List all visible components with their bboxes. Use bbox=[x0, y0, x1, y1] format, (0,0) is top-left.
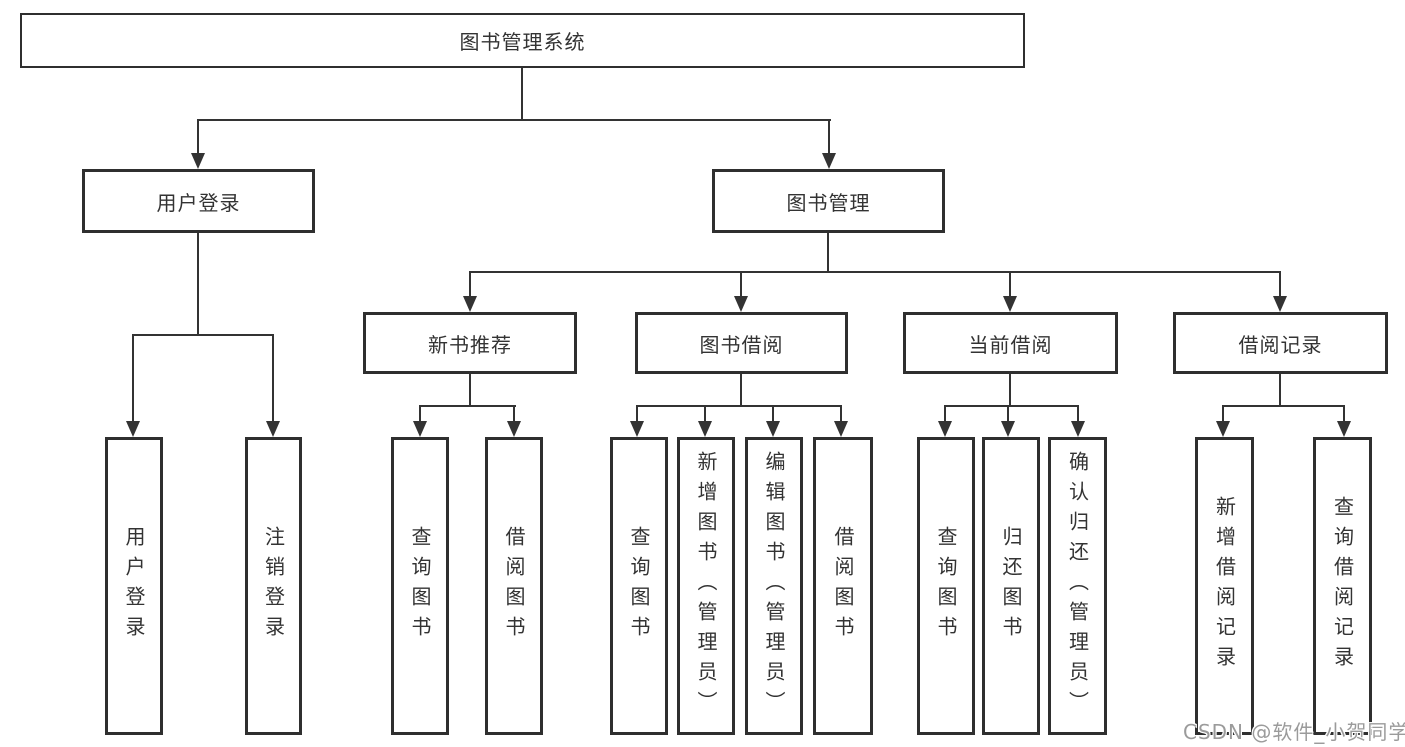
connector-line bbox=[828, 119, 830, 155]
node-borrow-records: 借阅记录 bbox=[1173, 312, 1388, 374]
connector-line bbox=[636, 405, 842, 407]
node-label: 当前借阅 bbox=[968, 332, 1053, 357]
arrow-down-icon bbox=[766, 421, 780, 437]
node-label: 借阅图书 bbox=[502, 526, 526, 646]
node-label: 图书借阅 bbox=[699, 332, 784, 357]
connector-line bbox=[132, 334, 134, 423]
arrow-down-icon bbox=[630, 421, 644, 437]
connector-line bbox=[840, 405, 842, 423]
arrow-down-icon bbox=[834, 421, 848, 437]
node-label: 查询图书 bbox=[627, 526, 651, 646]
connector-line bbox=[521, 68, 523, 120]
node-label: 图书管理系统 bbox=[459, 30, 586, 54]
arrow-down-icon bbox=[698, 421, 712, 437]
node-label: 归还图书 bbox=[999, 526, 1023, 646]
arrow-down-icon bbox=[266, 421, 280, 437]
arrow-down-icon bbox=[463, 296, 477, 312]
arrow-down-icon bbox=[1001, 421, 1015, 437]
connector-line bbox=[1077, 405, 1079, 423]
leaf-query-book-current: 查询图书 bbox=[917, 437, 975, 735]
leaf-add-book-admin: 新增图书（管理员） bbox=[677, 437, 735, 735]
arrow-down-icon bbox=[126, 421, 140, 437]
leaf-add-borrow-record: 新增借阅记录 bbox=[1195, 437, 1254, 735]
leaf-edit-book-admin: 编辑图书（管理员） bbox=[745, 437, 803, 735]
node-label: 新增借阅记录 bbox=[1212, 496, 1237, 676]
connector-line bbox=[1222, 405, 1224, 423]
arrow-down-icon bbox=[507, 421, 521, 437]
node-current-borrow: 当前借阅 bbox=[903, 312, 1118, 374]
connector-line bbox=[469, 271, 471, 299]
connector-line bbox=[469, 374, 471, 407]
connector-line bbox=[944, 405, 946, 423]
node-label: 编辑图书（管理员） bbox=[762, 451, 786, 721]
leaf-borrow-book: 借阅图书 bbox=[813, 437, 873, 735]
leaf-borrow-book-recommend: 借阅图书 bbox=[485, 437, 543, 735]
connector-line bbox=[1279, 271, 1281, 299]
arrow-down-icon bbox=[1216, 421, 1230, 437]
connector-line bbox=[197, 119, 831, 121]
node-book-management: 图书管理 bbox=[712, 169, 945, 233]
leaf-query-book-borrow: 查询图书 bbox=[610, 437, 668, 735]
node-label: 确认归还（管理员） bbox=[1065, 451, 1090, 721]
node-label: 新书推荐 bbox=[428, 332, 512, 357]
leaf-return-book: 归还图书 bbox=[982, 437, 1040, 735]
leaf-confirm-return-admin: 确认归还（管理员） bbox=[1048, 437, 1107, 735]
connector-line bbox=[740, 374, 742, 407]
connector-line bbox=[197, 119, 199, 155]
connector-line bbox=[132, 334, 274, 336]
node-label: 借阅记录 bbox=[1238, 332, 1323, 357]
arrow-down-icon bbox=[191, 153, 205, 169]
node-label: 查询图书 bbox=[408, 526, 432, 646]
arrow-down-icon bbox=[413, 421, 427, 437]
connector-line bbox=[1279, 374, 1281, 407]
node-label: 新增图书（管理员） bbox=[694, 451, 718, 721]
node-label: 查询图书 bbox=[934, 526, 958, 646]
connector-line bbox=[704, 405, 706, 423]
node-label: 用户登录 bbox=[156, 190, 241, 215]
arrow-down-icon bbox=[1071, 421, 1085, 437]
connector-line bbox=[419, 405, 421, 423]
arrow-down-icon bbox=[1273, 296, 1287, 312]
connector-line bbox=[1222, 405, 1345, 407]
connector-line bbox=[1009, 271, 1011, 299]
node-label: 查询借阅记录 bbox=[1330, 496, 1355, 676]
arrow-down-icon bbox=[734, 296, 748, 312]
leaf-query-borrow-record: 查询借阅记录 bbox=[1313, 437, 1372, 735]
leaf-logout: 注销登录 bbox=[245, 437, 302, 735]
connector-line bbox=[1009, 374, 1011, 407]
node-new-book-recommend: 新书推荐 bbox=[363, 312, 577, 374]
node-label: 图书管理 bbox=[786, 190, 871, 215]
arrow-down-icon bbox=[938, 421, 952, 437]
node-book-borrow: 图书借阅 bbox=[635, 312, 848, 374]
node-user-login: 用户登录 bbox=[82, 169, 315, 233]
connector-line bbox=[469, 271, 1281, 273]
connector-line bbox=[827, 233, 829, 273]
arrow-down-icon bbox=[1003, 296, 1017, 312]
connector-line bbox=[513, 405, 515, 423]
connector-line bbox=[944, 405, 1079, 407]
connector-line bbox=[1343, 405, 1345, 423]
node-label: 注销登录 bbox=[261, 526, 286, 646]
connector-line bbox=[419, 405, 516, 407]
node-library-system: 图书管理系统 bbox=[20, 13, 1025, 68]
connector-line bbox=[1007, 405, 1009, 423]
connector-line bbox=[272, 334, 274, 423]
node-label: 用户登录 bbox=[122, 526, 146, 646]
arrow-down-icon bbox=[822, 153, 836, 169]
leaf-user-login: 用户登录 bbox=[105, 437, 163, 735]
connector-line bbox=[197, 233, 199, 336]
connector-line bbox=[740, 271, 742, 299]
connector-line bbox=[636, 405, 638, 423]
csdn-watermark: CSDN @软件_小贺同学 bbox=[1183, 720, 1405, 744]
connector-line bbox=[772, 405, 774, 423]
leaf-query-book-recommend: 查询图书 bbox=[391, 437, 449, 735]
node-label: 借阅图书 bbox=[831, 526, 855, 646]
arrow-down-icon bbox=[1337, 421, 1351, 437]
